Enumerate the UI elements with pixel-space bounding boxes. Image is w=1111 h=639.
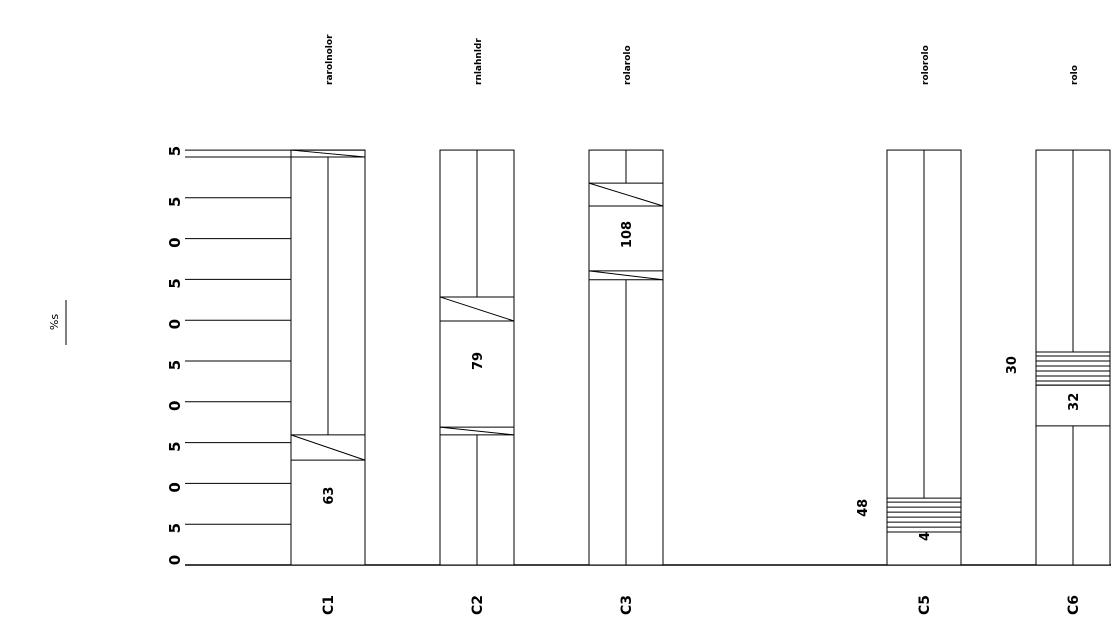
band-diagonal xyxy=(588,270,664,281)
band-diagonal xyxy=(588,182,664,207)
band-diagonal xyxy=(439,296,515,322)
bar-inner-label: 32 xyxy=(1067,393,1082,411)
band-diagonal xyxy=(290,434,366,461)
category-label: rolorolo xyxy=(921,45,931,85)
y-tick-label: 0 xyxy=(166,555,184,565)
bottom-label: C2 xyxy=(470,595,486,615)
bar: 63 xyxy=(290,149,366,566)
bottom-label: C5 xyxy=(917,595,933,615)
y-tick-label: 5 xyxy=(166,441,184,451)
y-tick-label: 0 xyxy=(166,319,184,329)
bottom-label: C3 xyxy=(619,595,635,615)
category-label: rarolnolor xyxy=(325,34,335,85)
y-axis: 0 5 0 5 0 5 0 5 0 5 5 %s xyxy=(48,146,1111,566)
y-tick-label: 5 xyxy=(166,146,184,156)
bar-inner-label: 63 xyxy=(322,487,337,505)
bar: 79 xyxy=(439,149,515,566)
bars: 63 79 108 4 48 32 30 xyxy=(290,149,1111,566)
bar-outer-label: 48 xyxy=(856,499,871,517)
band-diagonal xyxy=(290,149,366,158)
category-label: rnlahnldr xyxy=(474,38,484,85)
bar-outer-label: 30 xyxy=(1005,356,1020,374)
category-label: rolarolo xyxy=(623,45,633,85)
y-tick-label: 0 xyxy=(166,237,184,247)
y-tick-label: 5 xyxy=(166,360,184,370)
bottom-label: C6 xyxy=(1066,595,1082,615)
bottom-label: C1 xyxy=(321,595,337,615)
band-diagonal xyxy=(439,426,515,436)
bar-inner-label: 108 xyxy=(620,221,635,248)
y-tick-label: 5 xyxy=(166,523,184,533)
y-tick-label: 5 xyxy=(166,197,184,207)
bar-inner-label: 79 xyxy=(471,352,486,370)
y-tick-label: 0 xyxy=(166,401,184,411)
category-label: rolo xyxy=(1070,65,1080,85)
bar: 4 48 xyxy=(856,149,962,566)
bar: 108 xyxy=(588,149,664,566)
y-tick-label: 5 xyxy=(166,278,184,288)
y-axis-title: %s xyxy=(48,314,61,330)
labels: rarolnolorC1rnlahnldrC2rolaroloC3rolorol… xyxy=(321,34,1082,615)
bar: 32 30 xyxy=(1005,149,1111,566)
bar-inner-label: 4 xyxy=(918,532,933,541)
y-tick-label: 0 xyxy=(166,482,184,492)
